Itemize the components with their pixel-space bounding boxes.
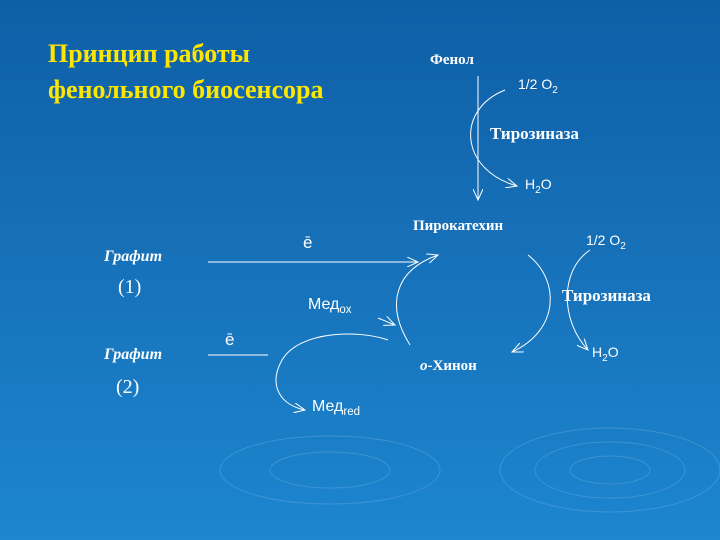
o2-right-subscript: 2 xyxy=(620,240,626,252)
tyrosinase-top-curve xyxy=(470,89,517,186)
electron-1-label: ē xyxy=(303,233,313,252)
med-ox-text: Мед xyxy=(308,296,340,313)
phenol-label: Фенол xyxy=(430,52,474,68)
o-quinone-text: -Хинон xyxy=(427,358,477,374)
med-red-text: Мед xyxy=(312,398,344,415)
quinone-to-pyrocatechol-arc xyxy=(396,255,438,346)
o2-right-label: 1/2 O2 xyxy=(586,232,626,252)
title-line-2: фенольного биосенсора xyxy=(48,75,324,104)
tyrosinase-right-arc xyxy=(512,254,551,352)
o2-top-subscript: 2 xyxy=(552,84,558,96)
o2-top-text: 1/2 O xyxy=(518,76,553,92)
electron-2-label: ē xyxy=(225,330,235,349)
slide-title: Принцип работы фенольного биосенсора xyxy=(48,36,324,108)
graphite-2-label: Графит xyxy=(104,346,163,363)
medox-arrow xyxy=(377,318,395,325)
med-red-label: Медred xyxy=(312,398,360,418)
graphite-2-number: (2) xyxy=(116,376,140,398)
mediator-reduction-arc xyxy=(275,333,389,410)
h2o-top-o: O xyxy=(540,176,552,192)
med-ox-subscript: ox xyxy=(339,304,352,317)
graphite-1-label: Графит xyxy=(104,248,163,265)
o2-top-label: 1/2 O2 xyxy=(518,76,558,96)
o2-h2o-right-arc xyxy=(566,249,591,350)
tyrosinase-top-label: Тирозиназа xyxy=(490,124,579,143)
tyrosinase-right-label: Тирозиназа xyxy=(562,286,651,305)
o-quinone-label: o-Хинон xyxy=(420,358,477,375)
h2o-right-o: O xyxy=(607,344,619,360)
graphite-1-number: (1) xyxy=(118,276,142,298)
h2o-top-h: H xyxy=(525,176,536,192)
h2o-right-subscript: 2 xyxy=(602,352,608,364)
pyrocatechol-label: Пирокатехин xyxy=(413,218,504,234)
h2o-top-label: H2O xyxy=(525,176,552,196)
h2o-top-subscript: 2 xyxy=(535,184,541,196)
med-red-subscript: red xyxy=(343,406,361,419)
h2o-right-label: H2O xyxy=(592,344,619,364)
o2-right-text: 1/2 O xyxy=(586,232,621,248)
water-ripple-decoration xyxy=(219,427,720,513)
o-quinone-prefix: o xyxy=(420,358,428,374)
title-line-1: Принцип работы xyxy=(48,39,250,68)
med-ox-label: Медox xyxy=(308,296,352,316)
h2o-right-h: H xyxy=(592,344,603,360)
